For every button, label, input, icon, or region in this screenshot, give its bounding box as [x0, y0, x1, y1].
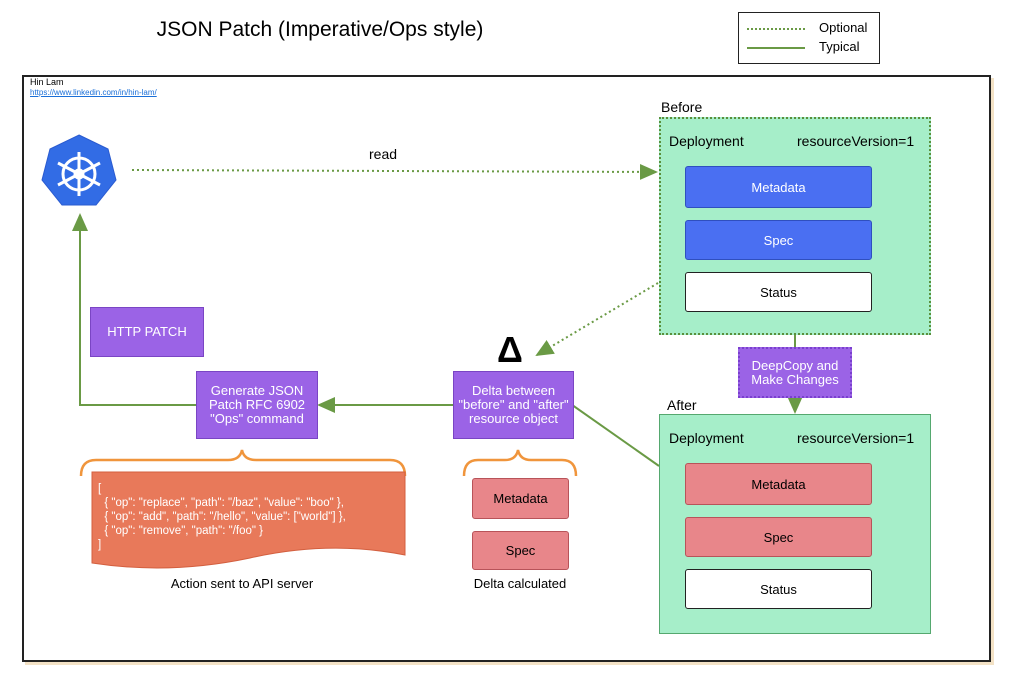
- json-patch-ops: [ { "op": "replace", "path": "/baz", "va…: [98, 483, 346, 551]
- after-metadata-field: Metadata: [685, 463, 872, 505]
- read-arrow: [131, 163, 658, 180]
- after-status-field: Status: [685, 569, 872, 609]
- legend-typical-label: Typical: [819, 39, 860, 54]
- delta-symbol: Δ: [497, 329, 523, 370]
- before-spec-field: Spec: [685, 220, 872, 260]
- before-resource-version: resourceVersion=1: [797, 133, 915, 149]
- delta-caption: Delta calculated: [473, 576, 567, 591]
- http-patch-box: HTTP PATCH: [90, 307, 204, 357]
- generate-to-k8s-arrow: [72, 213, 196, 406]
- before-kind: Deployment: [669, 133, 744, 149]
- before-status-field: Status: [685, 272, 872, 312]
- after-spec-field: Spec: [685, 517, 872, 557]
- delta-spec-field: Spec: [472, 531, 569, 570]
- legend-typical-line: [747, 47, 805, 49]
- author-link[interactable]: https://www.linkedin.com/in/hin-lam/: [30, 88, 157, 97]
- delta-box: Delta between "before" and "after" resou…: [453, 371, 574, 439]
- read-label: read: [369, 146, 398, 162]
- before-metadata-field: Metadata: [685, 166, 872, 208]
- deepcopy-box: DeepCopy and Make Changes: [738, 347, 852, 398]
- delta-brace: [462, 449, 578, 477]
- diagram-title: JSON Patch (Imperative/Ops style): [156, 18, 484, 41]
- author-name: Hin Lam: [30, 77, 64, 87]
- delta-metadata-field: Metadata: [472, 478, 569, 519]
- before-deployment-box: Deployment resourceVersion=1 Metadata Sp…: [659, 117, 931, 335]
- before-to-delta-arrow: [535, 282, 659, 357]
- before-label: Before: [661, 99, 703, 115]
- after-kind: Deployment: [669, 430, 744, 446]
- after-resource-version: resourceVersion=1: [797, 430, 915, 446]
- legend: Optional Typical: [738, 12, 880, 64]
- action-brace: [79, 449, 407, 477]
- generate-json-patch-box: Generate JSON Patch RFC 6902 "Ops" comma…: [196, 371, 318, 439]
- legend-optional-label: Optional: [819, 20, 868, 35]
- legend-optional-line: [747, 28, 805, 30]
- action-caption: Action sent to API server: [170, 576, 314, 591]
- diagram-frame: [22, 75, 991, 662]
- json-doc-shape: [91, 471, 406, 569]
- after-deployment-box: Deployment resourceVersion=1 Metadata Sp…: [659, 414, 931, 634]
- after-label: After: [667, 397, 697, 413]
